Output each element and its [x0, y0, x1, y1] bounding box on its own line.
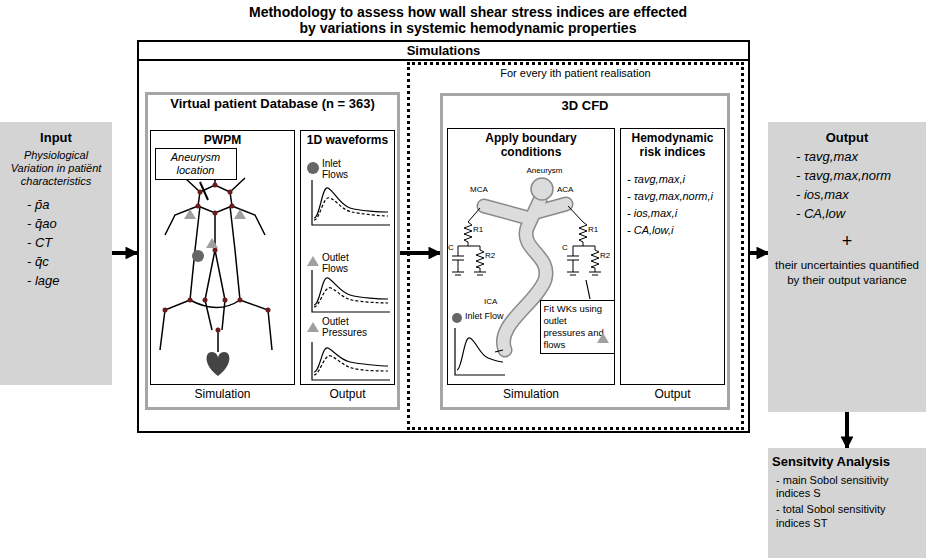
box-text: Output	[621, 387, 724, 401]
heart-icon	[207, 352, 230, 376]
box-heading: For every ith patient realisation	[410, 65, 741, 79]
part-label: Inlet Flows	[322, 158, 367, 180]
part-label: R1	[473, 226, 487, 235]
part-label: ICA	[484, 298, 504, 307]
flow-arrow	[400, 251, 440, 255]
box-heading: Fit WKs using outlet pressures and flows	[541, 301, 614, 353]
box-text: +	[774, 231, 920, 252]
box-text: - ios,max	[774, 187, 920, 202]
box-text: Simulation	[151, 387, 294, 401]
box-text: - τavg,max,norm,i	[621, 190, 724, 202]
box-text: Simulation	[448, 387, 614, 401]
patient-database: Virtual patient Database (n = 363)PWPMSi…	[145, 92, 400, 410]
box-text: - τavg,max,norm	[774, 168, 920, 183]
box-heading: 3D CFD	[443, 96, 727, 113]
part-label: R1	[588, 226, 602, 235]
box-heading: PWPM	[151, 131, 294, 147]
callout-box: Fit WKs using outlet pressures and flows	[540, 300, 615, 354]
junction-dots	[163, 183, 271, 333]
sensitivity-panel: Sensitvity Analysis - main Sobol sensitiv…	[768, 448, 926, 558]
part-label: ACA	[557, 186, 582, 195]
part-label: C	[562, 244, 570, 253]
part-label: C	[448, 244, 456, 253]
patient-loop: For every ith patient realisation 3D CFD A…	[407, 62, 744, 430]
box-heading: Aneurysm location	[156, 149, 236, 177]
box-heading: Simulations	[139, 42, 748, 61]
part-label: Outlet Flows	[322, 252, 367, 274]
flow-arrow	[750, 251, 768, 255]
box-heading: 1D waveforms	[301, 131, 394, 147]
box-heading: Output	[774, 130, 920, 145]
part-label: Inlet Flow	[465, 312, 510, 322]
flow-arrow	[845, 412, 849, 448]
part-label: MCA	[470, 186, 495, 195]
box-text: - ios,max,i	[621, 207, 724, 219]
box-text: - q̄c	[5, 254, 107, 269]
box-text: - CT	[5, 235, 107, 250]
box-heading: Virtual patient Database (n = 363)	[148, 95, 397, 112]
box-text: - lage	[5, 273, 107, 288]
leader-line	[200, 182, 208, 200]
box-text: - total Sobol sensitivity indices ST	[772, 503, 922, 529]
risk-index-box: Hemodynamic risk indices - τavg,max,i - τa…	[620, 128, 725, 385]
box-text: Output	[301, 387, 394, 401]
pwpm-box: PWPMSimulationAneurysm location	[150, 130, 295, 385]
part-label: Outlet Pressures	[322, 316, 382, 338]
input-panel: InputPhysiological Variation in patiënt …	[0, 122, 112, 385]
part-label: Aneurysm	[522, 167, 567, 176]
diagram-title: Methodology to assess how wall shear str…	[243, 4, 693, 36]
box-text: - p̄a	[5, 197, 107, 212]
box-text: - main Sobol sensitivity indices S	[772, 474, 922, 500]
waveform-markers	[184, 162, 462, 332]
simulations-frame: SimulationsFor every ith patient realisa…	[137, 40, 750, 433]
box-text: - q̄ao	[5, 216, 107, 231]
part-label: R2	[485, 252, 499, 261]
output-panel: Output - τavg,max - τavg,max,norm - ios,max…	[768, 122, 926, 412]
pwpm-network	[160, 172, 272, 352]
box-heading: Hemodynamic risk indices	[621, 129, 724, 159]
box-text: - τavg,max	[774, 149, 920, 164]
box-heading: Input	[5, 130, 107, 145]
box-text: - CA,low	[774, 206, 920, 221]
callout-box: Aneurysm location	[155, 148, 237, 180]
box-text: - τavg,max,i	[621, 173, 724, 185]
box-heading: Sensitvity Analysis	[772, 454, 922, 469]
box-heading: Apply boundary conditions	[448, 129, 614, 159]
flow-arrow	[112, 251, 137, 255]
cfd-box: 3D CFD Apply boundary conditionsSimulatio…	[440, 93, 730, 410]
box-text: - CA,low,i	[621, 224, 724, 236]
box-text: their uncertainties quantified by their …	[774, 258, 920, 288]
part-label: R2	[600, 252, 614, 261]
box-text: Physiological Variation in patiënt chara…	[5, 149, 107, 189]
